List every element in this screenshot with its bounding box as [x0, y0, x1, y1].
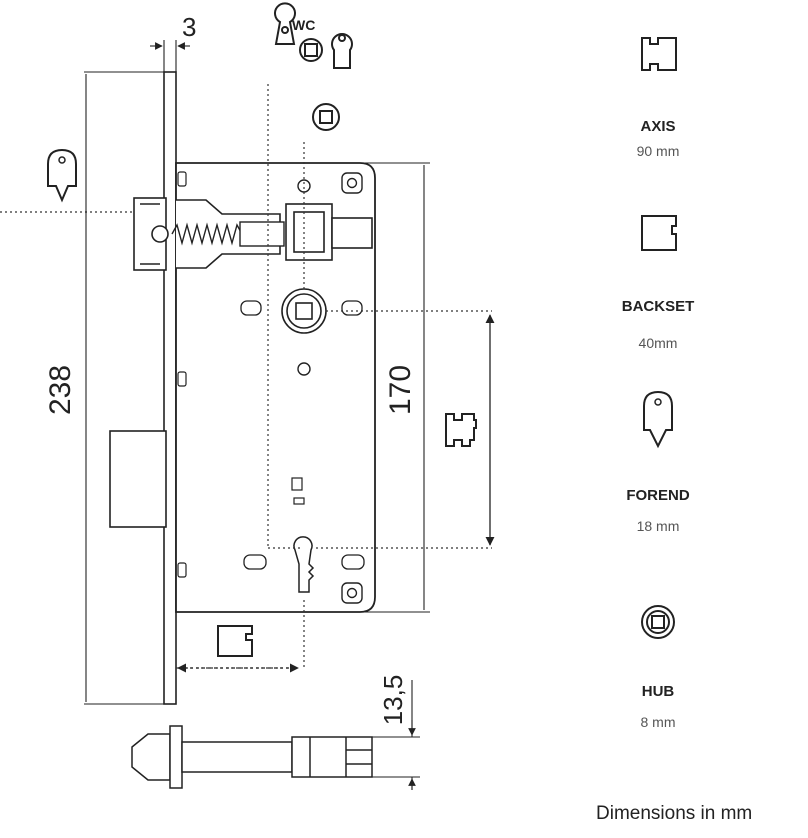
legend-hub-title: HUB	[641, 683, 675, 700]
legend-forend-icon	[643, 390, 673, 449]
dim-238-label: 238	[44, 365, 77, 415]
latch-bolt	[133, 197, 373, 271]
forend-rivets	[177, 171, 187, 578]
backset-shape-icon	[217, 625, 253, 657]
legend-backset-icon	[641, 215, 677, 251]
legend-hub-value: 8 mm	[640, 714, 676, 730]
legend-backset-title: BACKSET	[621, 298, 695, 315]
legend-forend: FOREND 18 mm	[578, 487, 738, 534]
top-wc-icon	[299, 38, 323, 62]
dim-13-5	[372, 680, 420, 790]
dim-170-label: 170	[384, 365, 417, 415]
legend-axis-icon	[641, 37, 677, 71]
striker-pin	[131, 725, 373, 789]
dim-238	[84, 71, 164, 705]
dim-3	[150, 40, 190, 72]
hub-small-icon	[312, 103, 340, 131]
legend-forend-value: 18 mm	[636, 518, 680, 534]
axis-shape-icon	[445, 413, 477, 447]
lever-slot	[291, 477, 303, 491]
latch-spring	[171, 222, 243, 246]
dim-13-5-label: 13,5	[378, 675, 408, 726]
legend-axis-title: AXIS	[640, 118, 676, 135]
legend-forend-title: FOREND	[626, 487, 690, 504]
lever-slot-2	[293, 497, 305, 505]
handle-hub	[281, 288, 327, 334]
wc-label: WC	[292, 17, 315, 33]
forend-plate	[163, 71, 177, 705]
legend-axis: AXIS 90 mm	[578, 118, 738, 159]
legend-axis-value: 90 mm	[636, 143, 680, 159]
dim-170	[362, 162, 430, 613]
legend-forend-icon-hole	[654, 398, 662, 406]
keyhole-side-slots	[243, 554, 365, 570]
dimensions-footnote: Dimensions in mm	[596, 803, 753, 824]
keyhole	[293, 536, 315, 593]
legend-backset-value: 40mm	[638, 335, 678, 351]
body-screw-holes	[297, 172, 363, 604]
top-profile-cylinder-icon	[331, 33, 353, 69]
deadbolt	[109, 430, 167, 528]
forend-shape-icon	[47, 148, 77, 203]
legend-hub-icon	[641, 605, 675, 639]
dim-3-label: 3	[182, 12, 196, 42]
forend-shape-icon-hole	[58, 156, 66, 164]
legend-backset: BACKSET 40mm	[578, 298, 738, 351]
legend-hub: HUB 8 mm	[578, 683, 738, 730]
latch-spring-cap	[239, 221, 285, 247]
top-keyhole-icon	[274, 2, 296, 45]
